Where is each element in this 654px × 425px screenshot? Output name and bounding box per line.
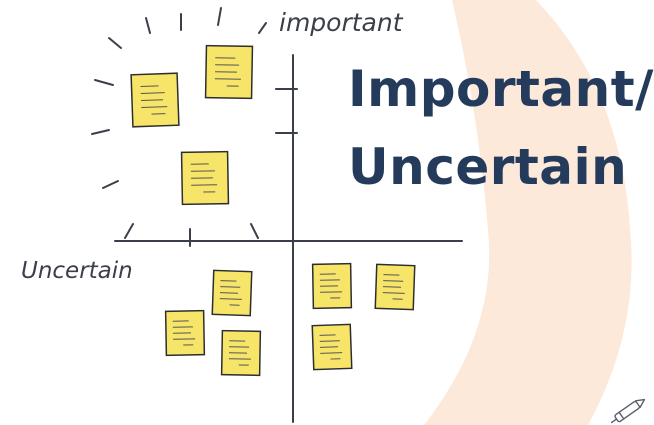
slide-title-line-1: Important/ xyxy=(348,60,654,118)
slide-title-line-2: Uncertain xyxy=(348,138,628,196)
sticky-note xyxy=(311,323,353,371)
background-band xyxy=(424,0,632,425)
vertical-axis-label: important xyxy=(279,8,404,37)
sticky-note xyxy=(204,44,254,100)
sticky-note xyxy=(374,263,416,311)
sticky-note xyxy=(211,269,253,317)
emphasis-rays xyxy=(91,7,267,239)
sticky-note xyxy=(180,150,230,206)
sticky-note xyxy=(130,72,180,128)
sticky-note xyxy=(164,309,206,357)
sticky-note xyxy=(220,329,262,377)
horizontal-axis-label: Uncertain xyxy=(21,258,133,284)
pen-icon xyxy=(610,398,646,424)
sticky-note xyxy=(311,262,353,310)
